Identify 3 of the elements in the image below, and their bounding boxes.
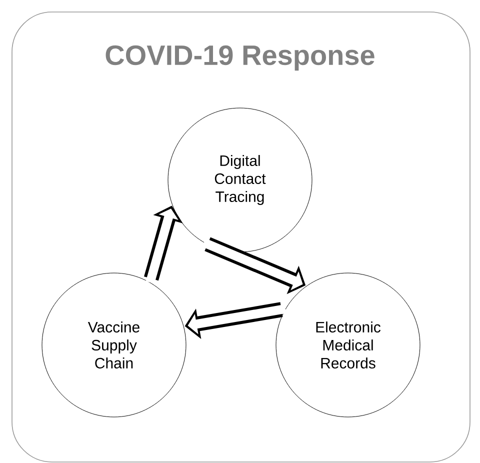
- circle-node: Vaccine Supply Chain: [42, 272, 186, 418]
- circle-node: Digital Contact Tracing: [168, 108, 312, 252]
- circle-node: Electronic Medical Records: [276, 272, 420, 418]
